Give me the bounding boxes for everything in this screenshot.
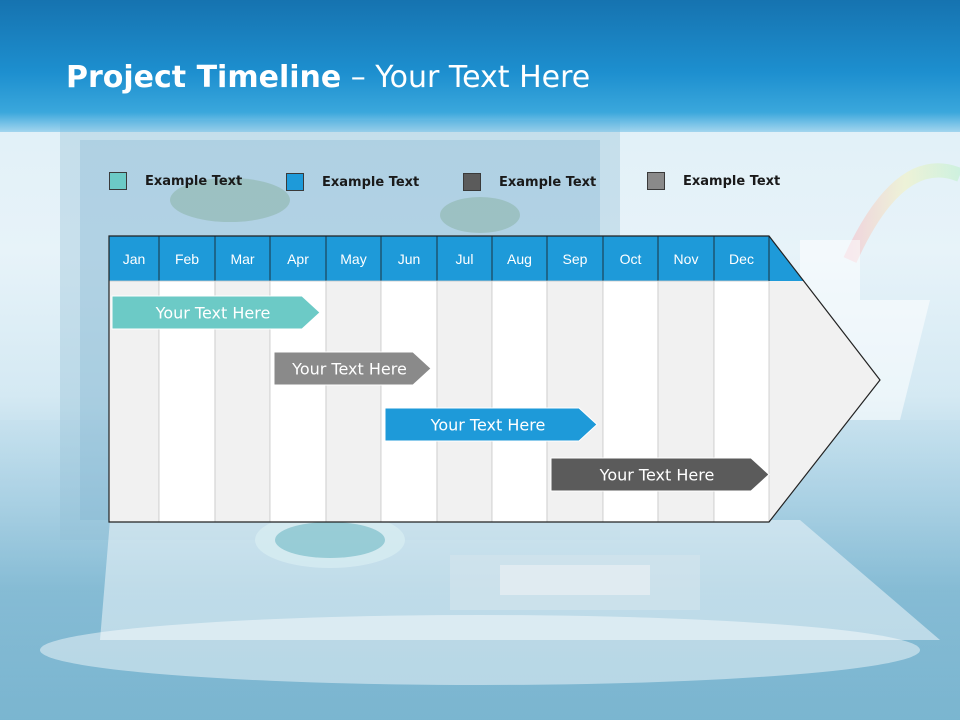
- slide-title: Project Timeline – Your Text Here: [66, 60, 590, 95]
- month-column: [380, 280, 438, 523]
- task-label: Your Text Here: [430, 416, 546, 435]
- title-rest-part: – Your Text Here: [341, 60, 591, 95]
- title-banner: [0, 0, 960, 132]
- legend-item-teal: Example Text: [109, 171, 242, 191]
- task-arrow: Your Text Here: [111, 295, 321, 330]
- month-label: Sep: [563, 251, 588, 267]
- task-arrow-shape: [273, 351, 432, 386]
- legend-label: Example Text: [145, 173, 243, 189]
- task-label: Your Text Here: [599, 466, 715, 485]
- legend-swatch-gray: [647, 172, 665, 190]
- month-column: [491, 280, 548, 523]
- legend-label: Example Text: [499, 174, 597, 190]
- task-arrow: Your Text Here: [384, 407, 598, 442]
- month-label: Jun: [398, 251, 421, 267]
- month-column: [325, 280, 382, 523]
- legend-item-dark-gray: Example Text: [463, 172, 596, 192]
- task-label: Your Text Here: [155, 304, 271, 323]
- legend-item-blue: Example Text: [286, 172, 419, 192]
- task-arrow-shape: [550, 457, 770, 492]
- legend-swatch-blue: [286, 173, 304, 191]
- month-label: Apr: [287, 251, 309, 267]
- month-label: Feb: [175, 251, 199, 267]
- month-label: Nov: [674, 251, 699, 267]
- legend-item-gray: Example Text: [647, 171, 780, 191]
- month-label: Jul: [456, 251, 474, 267]
- month-header-band: [109, 236, 804, 281]
- month-label: Dec: [729, 251, 754, 267]
- legend-swatch-dark-gray: [463, 173, 481, 191]
- legend-swatch-teal: [109, 172, 127, 190]
- month-label: Jan: [123, 251, 146, 267]
- month-label: May: [340, 251, 366, 267]
- task-arrow: Your Text Here: [550, 457, 770, 492]
- legend-label: Example Text: [683, 173, 781, 189]
- task-label: Your Text Here: [291, 360, 407, 379]
- month-label: Aug: [507, 251, 532, 267]
- timeline-arrow-outline: [108, 235, 881, 523]
- month-column: [436, 280, 493, 523]
- task-arrow-shape: [384, 407, 598, 442]
- month-label: Mar: [230, 251, 254, 267]
- task-arrow-shape: [111, 295, 321, 330]
- title-bold-part: Project Timeline: [66, 60, 342, 95]
- month-label: Oct: [620, 251, 642, 267]
- legend-label: Example Text: [322, 174, 420, 190]
- task-arrow: Your Text Here: [273, 351, 432, 386]
